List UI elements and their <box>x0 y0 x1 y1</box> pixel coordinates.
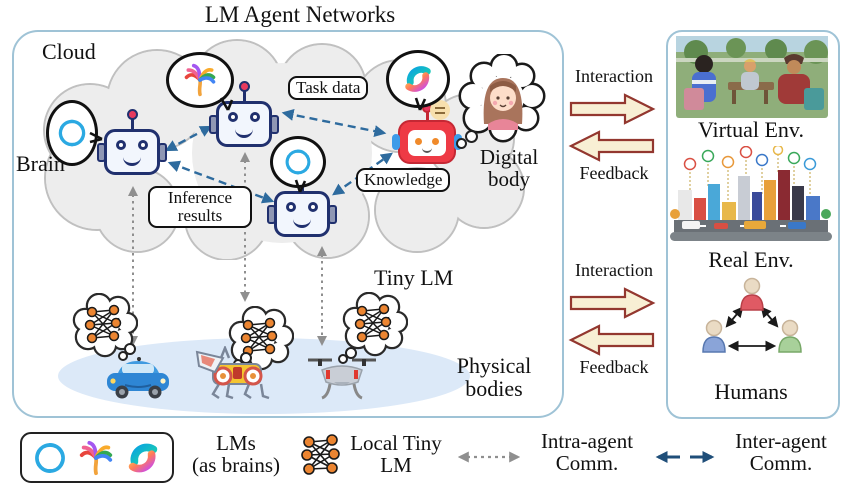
real-env-label: Real Env. <box>708 247 794 272</box>
inter-agent-arrow <box>281 108 387 138</box>
real-env-image <box>670 146 832 241</box>
tiny-lm-bubble-car <box>72 293 138 358</box>
openai-icon <box>35 442 65 473</box>
inference-results-callout: Inference results <box>148 186 252 228</box>
knowledge-callout: Knowledge <box>356 168 451 192</box>
humans-label: Humans <box>714 379 788 404</box>
copilot-icon <box>405 66 431 92</box>
speech-bubble-copilot <box>386 50 450 108</box>
car-body <box>107 357 169 399</box>
bubble-tail <box>219 97 234 111</box>
physical-bodies-label: Physical bodies <box>456 353 532 402</box>
feedback-label-top: Feedback <box>579 163 649 183</box>
task-data-callout: Task data <box>288 76 369 100</box>
inter-agent-arrow <box>164 125 213 152</box>
interaction-label-bottom: Interaction <box>575 260 653 280</box>
openai-icon <box>285 149 311 175</box>
legend-inter-agent-label: Inter-agent Comm. <box>735 429 827 476</box>
legend-lms-label: LMs (as brains) <box>191 431 281 478</box>
robot-head <box>392 120 462 164</box>
network-graph-icon <box>354 303 392 343</box>
robot-head <box>267 191 337 237</box>
network-graph-icon <box>301 434 340 475</box>
virtual-env-label: Virtual Env. <box>697 117 804 142</box>
robot-dog-body <box>195 346 270 400</box>
figure-title: LM Agent Networks <box>204 2 396 27</box>
copilot-icon <box>128 443 158 472</box>
brain-label: Brain <box>16 151 65 176</box>
bubble-tail <box>89 131 103 144</box>
agent-robot-left <box>97 109 167 175</box>
robot-antenna <box>238 81 250 101</box>
feedback-label-bottom: Feedback <box>579 357 649 377</box>
feedback-arrow-top <box>568 130 655 162</box>
palm-icon <box>79 440 113 475</box>
interaction-arrow-bottom <box>569 287 656 319</box>
agent-robot-top <box>209 81 279 147</box>
inter-agent-arrow-icon <box>655 451 715 463</box>
palm-icon <box>184 63 216 97</box>
speech-bubble-openai-left <box>46 100 98 166</box>
legend-intra-agent-label: Intra-agent Comm. <box>540 429 634 476</box>
human-blue <box>702 319 726 353</box>
chat-badge-icon <box>430 100 450 120</box>
robot-antenna <box>126 109 138 129</box>
robot-head <box>209 101 279 147</box>
network-graph-icon <box>84 304 122 344</box>
agent-robot-bottom <box>267 171 337 237</box>
inter-agent-arrow <box>332 152 393 196</box>
bubble-tail <box>294 179 307 193</box>
interaction-arrow-top <box>569 93 656 125</box>
woman-avatar <box>483 78 523 130</box>
openai-icon <box>58 119 86 147</box>
cloud-label: Cloud <box>42 39 96 64</box>
tiny-lm-bubble-dog <box>228 306 294 371</box>
intra-agent-arrow-icon <box>457 451 521 463</box>
bubble-tail <box>414 97 427 111</box>
tiny-lm-label: Tiny LM <box>374 265 454 290</box>
digital-body-label: Digital body <box>479 145 539 192</box>
legend-local-tiny-lm-label: Local Tiny LM <box>350 431 442 478</box>
interaction-label-top: Interaction <box>575 66 653 86</box>
digital-body-bubble <box>458 54 546 143</box>
human-red <box>740 277 764 311</box>
human-green <box>778 319 802 353</box>
network-graph-icon <box>240 317 278 357</box>
legend-lm-logos-box <box>20 432 174 483</box>
feedback-arrow-bottom <box>568 324 655 356</box>
drone-body <box>308 358 376 400</box>
tiny-lm-bubble-drone <box>342 292 408 357</box>
robot-head <box>97 129 167 175</box>
agent-robot-red <box>392 103 462 164</box>
virtual-env-image <box>676 36 828 118</box>
inter-agent-arrow <box>167 160 275 204</box>
robot-antenna <box>421 103 432 120</box>
humans-diagram <box>702 277 802 353</box>
